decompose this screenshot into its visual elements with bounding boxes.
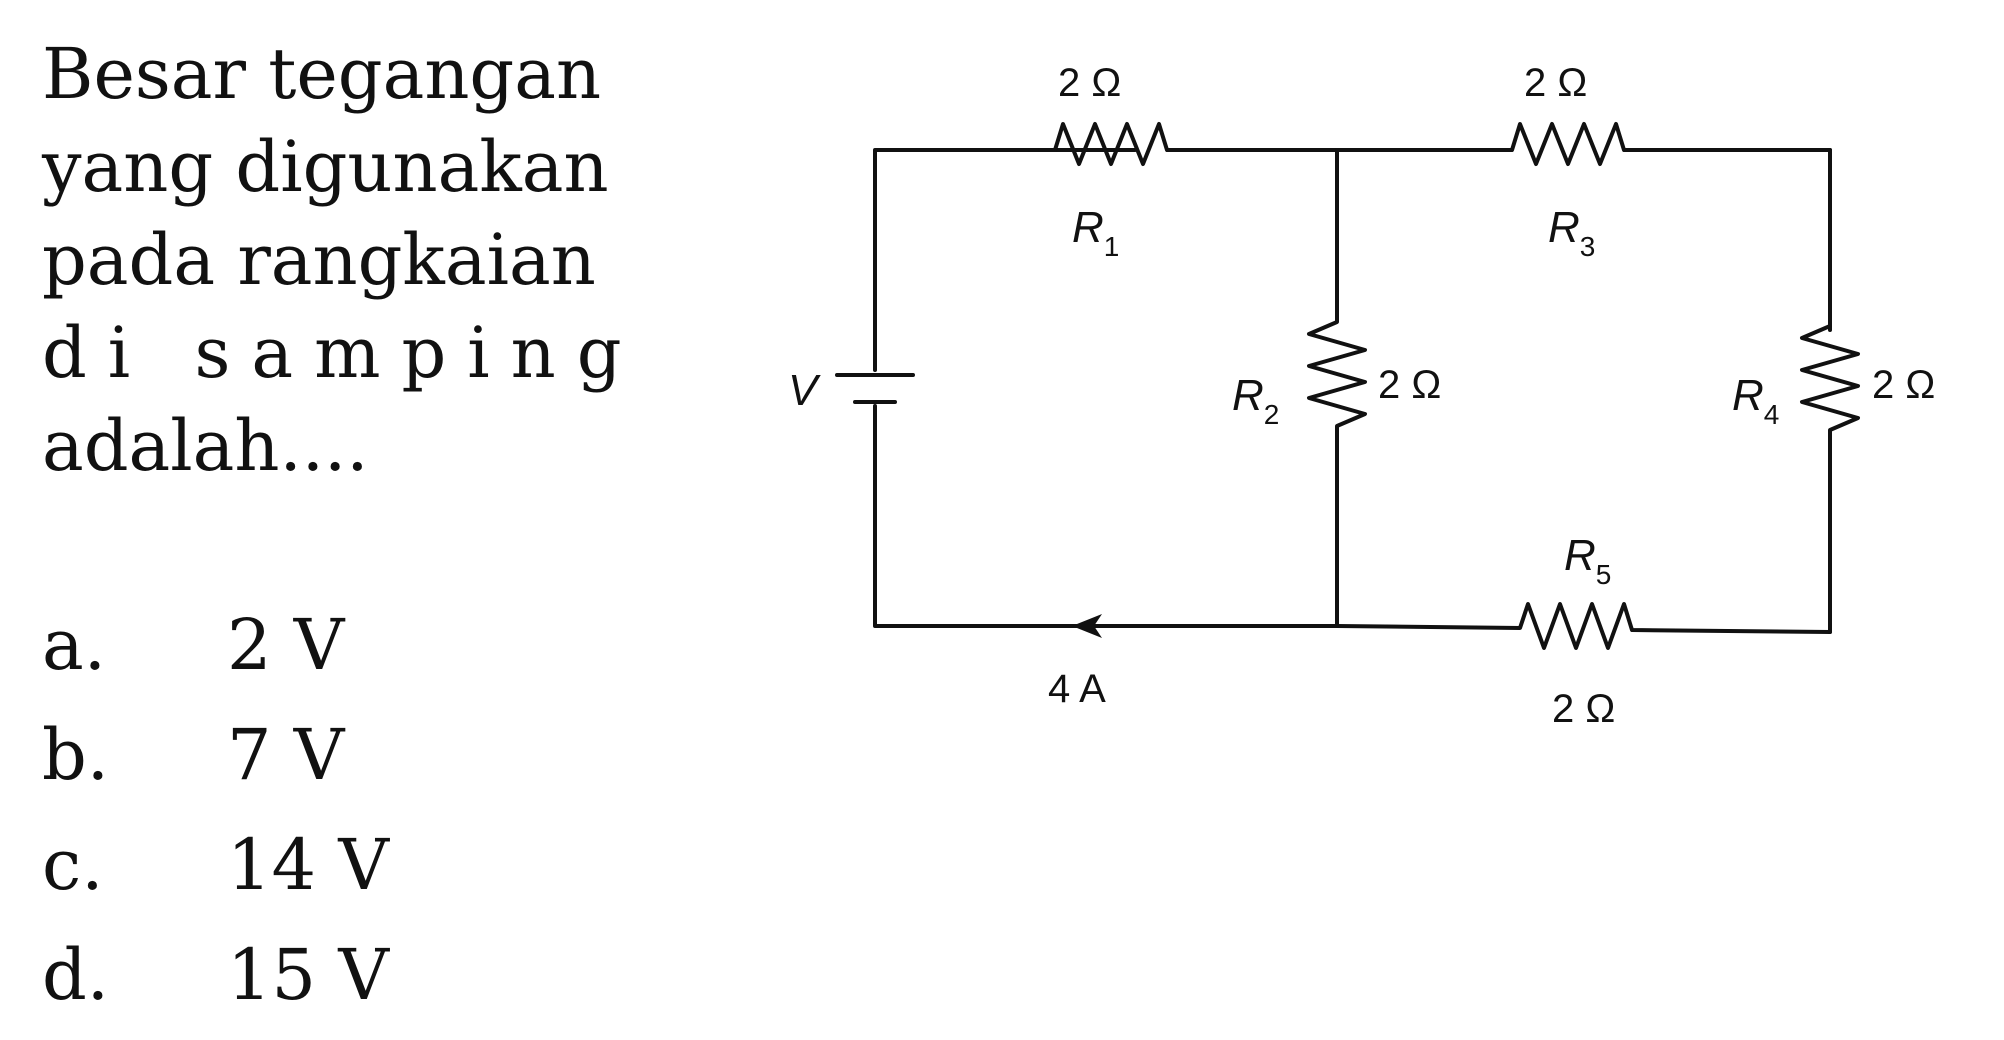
r1-subscript: 1 xyxy=(1104,231,1120,262)
r5-value-label: 2 Ω xyxy=(1552,687,1615,731)
r4-name-label: R4 xyxy=(1732,371,1779,430)
option-a[interactable]: a. 2 V xyxy=(42,590,389,700)
option-value: 15 V xyxy=(227,934,389,1016)
r5-subscript: 5 xyxy=(1596,559,1612,590)
option-value: 2 V xyxy=(227,604,345,686)
r5-symbol xyxy=(1335,602,1832,650)
option-letter: c. xyxy=(42,824,104,906)
option-letter: b. xyxy=(42,714,110,796)
r5-symbol-text: R xyxy=(1564,531,1596,580)
r3-subscript: 3 xyxy=(1580,231,1596,262)
question-text: Besar tegangan yang digunakan pada rangk… xyxy=(42,28,702,493)
r3-symbol-text: R xyxy=(1548,203,1580,252)
r1-symbol-text: R xyxy=(1072,203,1104,252)
question-line-3: pada rangkaian xyxy=(42,219,596,301)
battery-symbol xyxy=(835,373,915,404)
r3-symbol xyxy=(1335,122,1832,332)
r1-value-label: 2 Ω xyxy=(1058,61,1121,105)
r2-symbol-text: R xyxy=(1232,371,1264,420)
option-value: 14 V xyxy=(227,824,389,906)
option-letter: a. xyxy=(42,604,106,686)
r1-symbol xyxy=(1038,122,1339,166)
r4-subscript: 4 xyxy=(1764,399,1780,430)
r4-symbol xyxy=(1800,148,1860,634)
voltage-source-label: V xyxy=(788,366,821,415)
option-letter: d. xyxy=(42,934,110,1016)
r3-value-label: 2 Ω xyxy=(1524,61,1587,105)
question-line-1: Besar tegangan xyxy=(42,33,602,115)
r3-name-label: R3 xyxy=(1548,203,1595,262)
r5-name-label: R5 xyxy=(1564,531,1611,590)
r4-value-label: 2 Ω xyxy=(1872,363,1935,407)
current-arrow-icon xyxy=(1072,614,1102,638)
question-line-4: di samping xyxy=(42,312,643,394)
r4-symbol-text: R xyxy=(1732,371,1764,420)
option-d[interactable]: d. 15 V xyxy=(42,920,389,1030)
r2-symbol xyxy=(1307,148,1367,628)
question-line-5: adalah.... xyxy=(42,405,369,487)
r2-name-label: R2 xyxy=(1232,371,1279,430)
r2-subscript: 2 xyxy=(1264,399,1280,430)
option-c[interactable]: c. 14 V xyxy=(42,810,389,920)
option-b[interactable]: b. 7 V xyxy=(42,700,389,810)
wire-left-branch xyxy=(873,148,1042,628)
r1-name-label: R1 xyxy=(1072,203,1119,262)
current-label: 4 A xyxy=(1048,667,1106,711)
r2-value-label: 2 Ω xyxy=(1378,363,1441,407)
option-value: 7 V xyxy=(227,714,345,796)
answer-options: a. 2 V b. 7 V c. 14 V d. 15 V xyxy=(42,590,389,1030)
question-line-2: yang digunakan xyxy=(42,126,609,208)
